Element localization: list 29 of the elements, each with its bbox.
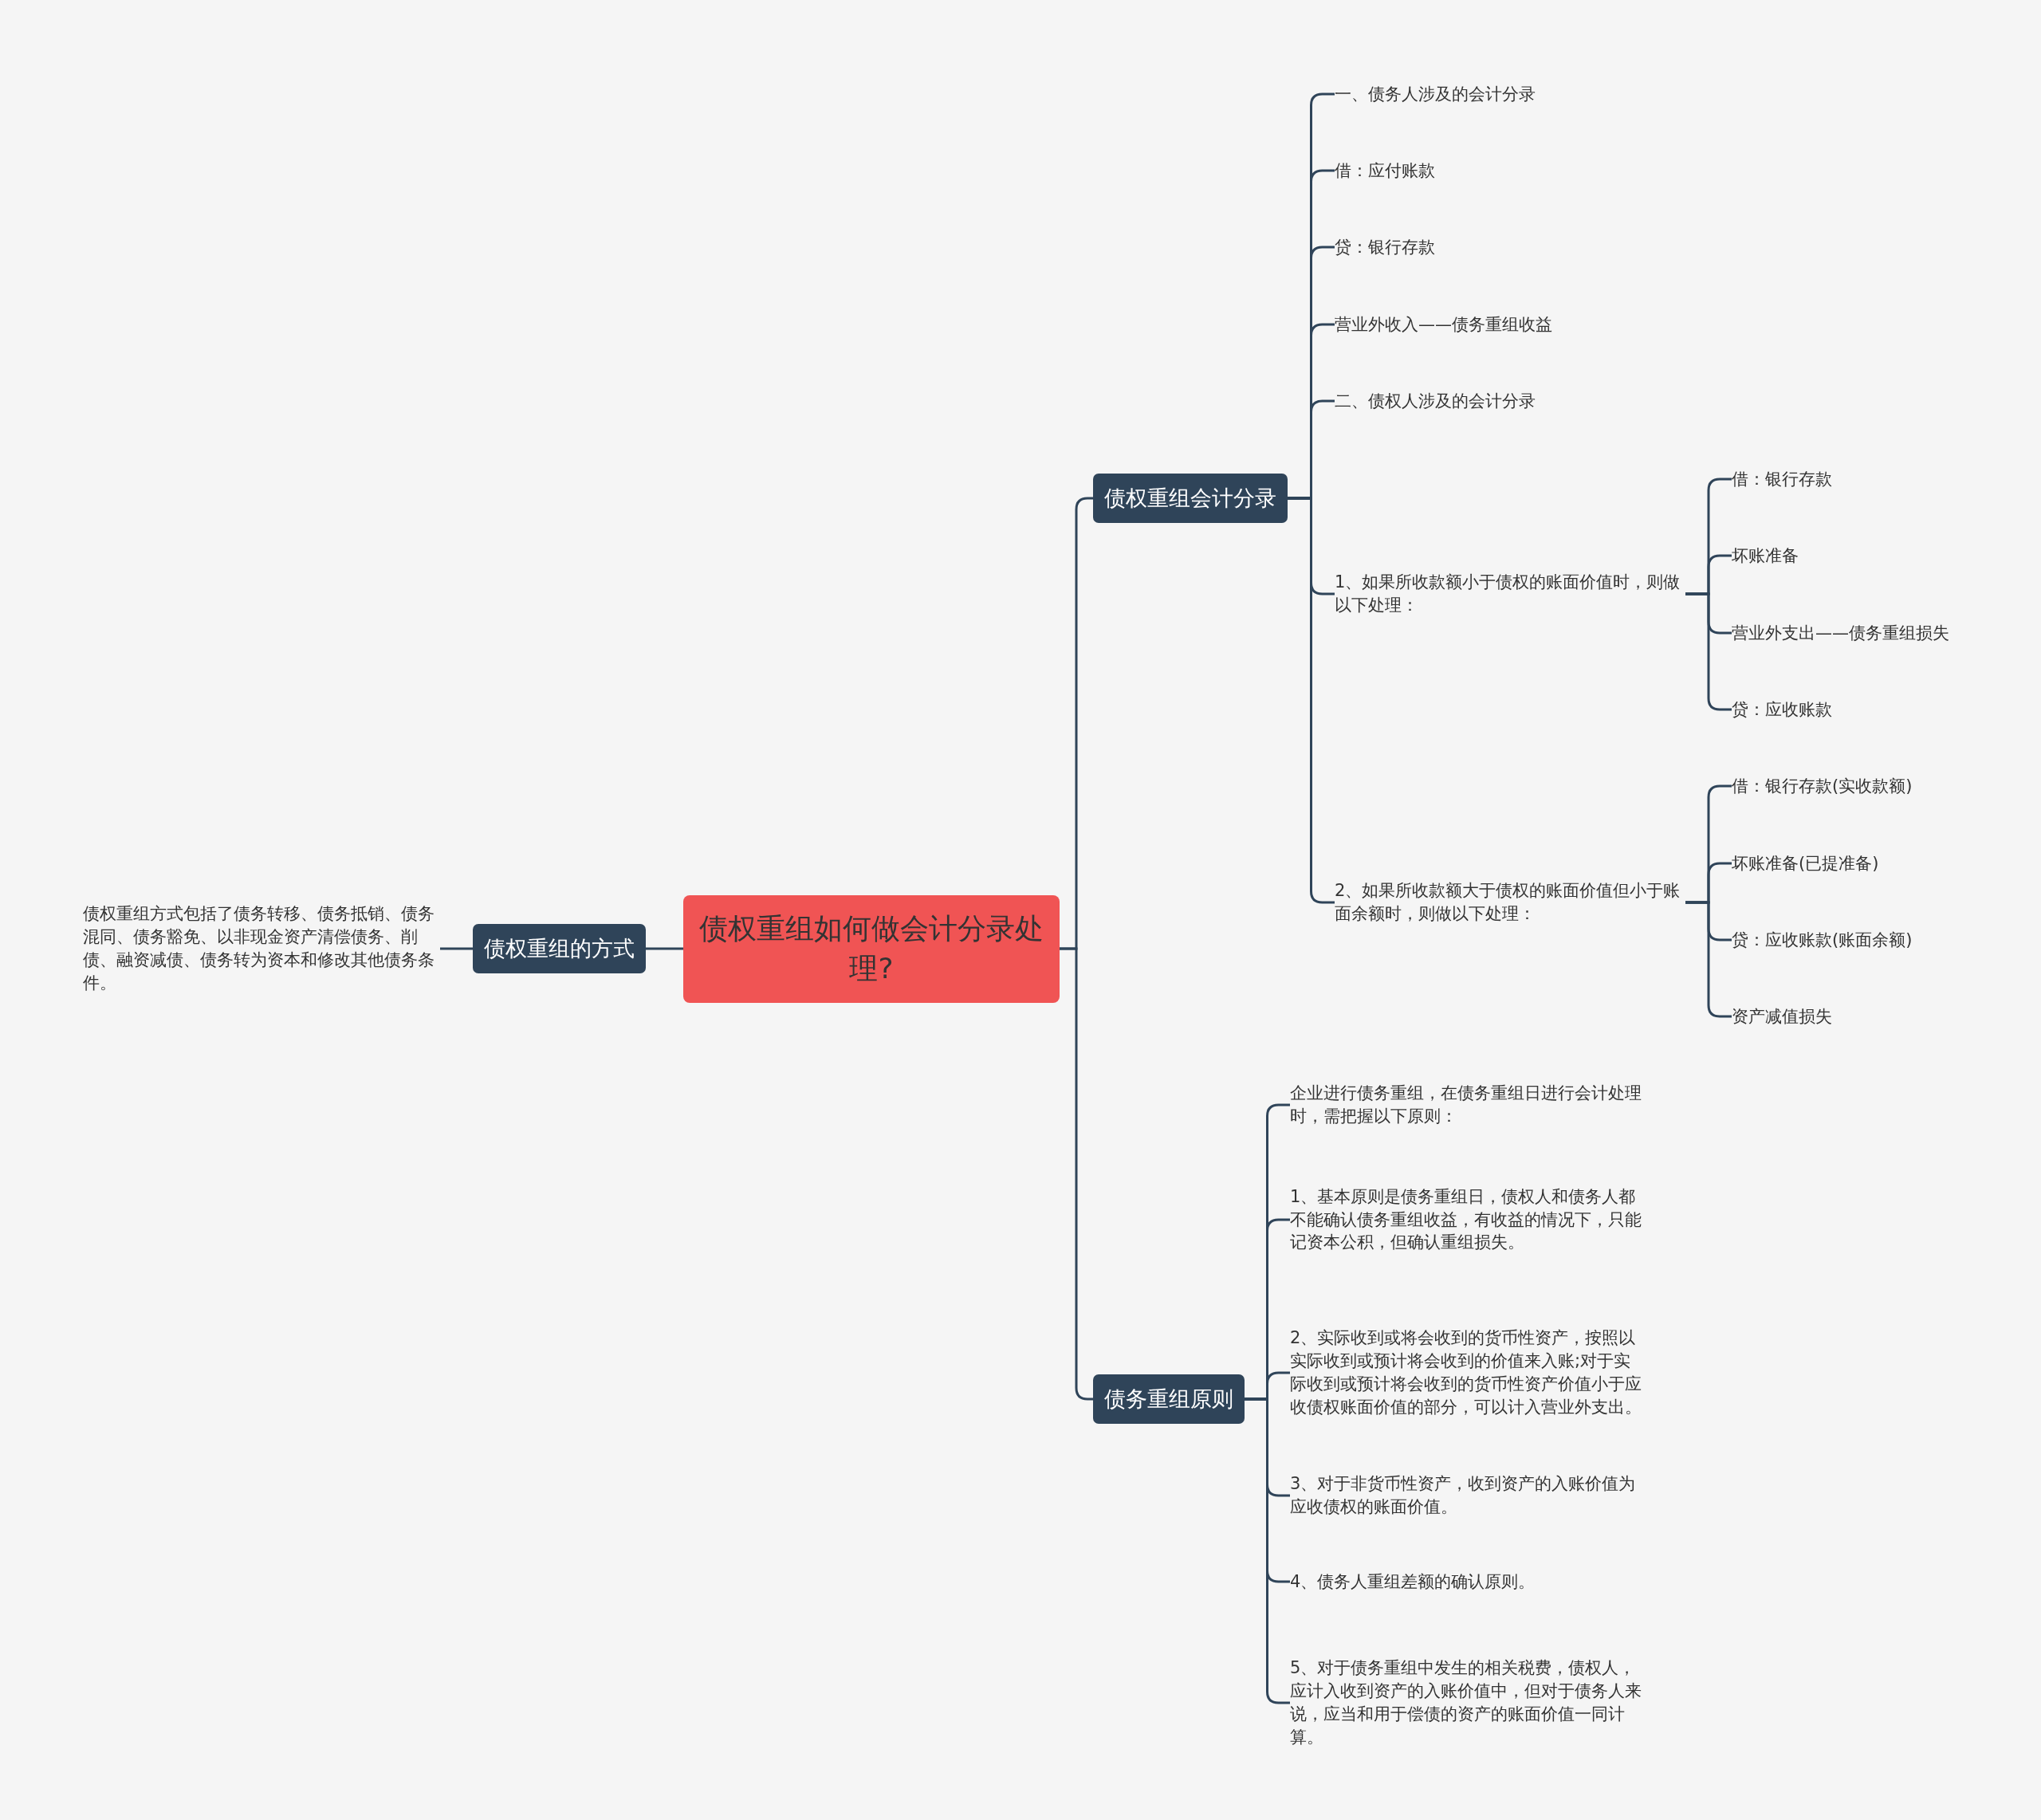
topic-box: 债权重组会计分录 [1093,474,1288,523]
branch-text: 一、债务人涉及的会计分录 [1335,82,1669,106]
branch-connector [646,947,683,950]
branch-text: 贷：应收账款 [1732,698,2019,721]
branch-text: 营业外支出——债务重组损失 [1732,621,2019,645]
branch-text: 4、债务人重组差额的确认原则。 [1290,1570,1647,1594]
branch-text: 借：银行存款 [1732,467,2019,491]
branch-text: 5、对于债务重组中发生的相关税费，债权人，应计入收到资产的入账价值中，但对于债务人来说，应当和用于偿债的资产的账面价值一同计算。 [1290,1657,1647,1749]
branch-text: 贷：银行存款 [1335,235,1669,259]
branch-text: 二、债权人涉及的会计分录 [1335,389,1669,413]
branch-text: 坏账准备(已提准备) [1732,851,2019,875]
branch-text: 债权重组方式包括了债务转移、债务抵销、债务混同、债务豁免、以非现金资产清偿债务、削债、融资减债、债务转为资本和修改其他债务条件。 [83,902,440,995]
branch-text: 1、基本原则是债务重组日，债权人和债务人都不能确认债务重组收益，有收益的情况下，只能记资本公积，但确认重组损失。 [1290,1185,1647,1255]
branch-text: 借：应付账款 [1335,159,1669,183]
branch-text: 企业进行债务重组，在债务重组日进行会计处理时，需把握以下原则： [1290,1082,1647,1128]
central-topic-box: 债权重组如何做会计分录处理? [683,894,1060,1003]
branch-connector [440,947,473,950]
topic-box: 债务重组原则 [1093,1374,1245,1424]
branch-text: 1、如果所收款额小于债权的账面价值时，则做以下处理： [1335,571,1685,617]
branch-text: 营业外收入——债务重组收益 [1335,313,1669,336]
branch-connector [1245,1397,1290,1704]
branch-text: 借：银行存款(实收款额) [1732,774,2019,798]
branch-text: 坏账准备 [1732,544,2019,568]
branch-text: 资产减值损失 [1732,1004,2019,1028]
topic-box: 债权重组的方式 [473,924,646,973]
branch-text: 贷：应收账款(账面余额) [1732,928,2019,952]
branch-text: 2、实际收到或将会收到的货币性资产，按照以实际收到或预计将会收到的价值来入账;对于实际收到或预计将会收到的货币性资产价值小于应收债权账面价值的部分，可以计入营业外支出。 [1290,1327,1647,1419]
branch-text: 3、对于非货币性资产，收到资产的入账价值为应收债权的账面价值。 [1290,1472,1647,1519]
branch-text: 2、如果所收款额大于债权的账面价值但小于账面余额时，则做以下处理： [1335,879,1685,926]
